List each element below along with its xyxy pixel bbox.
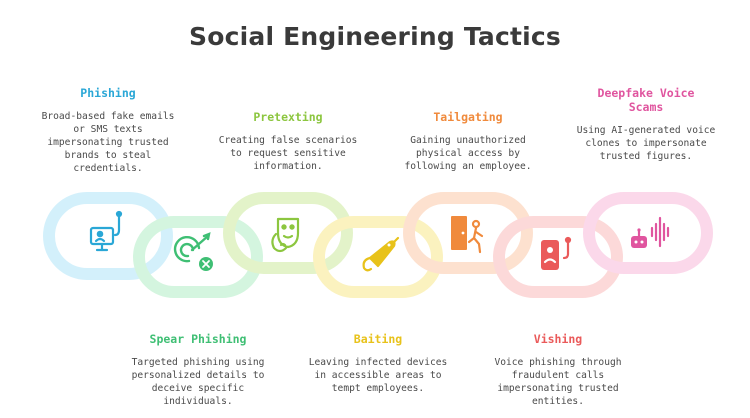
page-title: Social Engineering Tactics [189, 22, 561, 51]
computer-phishing-icon [89, 210, 123, 252]
target-miss-icon [173, 232, 213, 271]
chain-link-spear-phishing [133, 216, 263, 298]
fishing-lure-icon [362, 236, 400, 272]
tactic-vishing-block: Vishing Voice phishing through fraudulen… [488, 332, 628, 408]
tactic-deepfake-block: Deepfake Voice Scams Using AI-generated … [576, 86, 716, 163]
chain-link-pretexting [223, 192, 353, 274]
chain-link-baiting [313, 216, 443, 298]
chain-link-deepfake [583, 192, 713, 274]
tactic-baiting-block: Baiting Leaving infected devices in acce… [308, 332, 448, 395]
tactic-phishing-heading: Phishing [80, 86, 136, 100]
tactic-pretexting-description: Creating false scenarios to request sens… [218, 135, 358, 172]
chain-link-vishing [493, 216, 623, 298]
tactic-spear-phishing-heading: Spear Phishing [149, 332, 247, 346]
door-follow-icon [451, 216, 484, 254]
robot-voice-icon [631, 216, 670, 248]
tactic-vishing-description: Voice phishing through fraudulent calls … [494, 357, 622, 407]
theater-masks-icon [271, 217, 300, 253]
tactic-pretexting-block: Pretexting Creating false scenarios to r… [218, 110, 358, 173]
tactic-phishing-block: Phishing Broad-based fake emails or SMS … [38, 86, 178, 175]
tactic-tailgating-block: Tailgating Gaining unauthorized physical… [398, 110, 538, 173]
tactic-baiting-heading: Baiting [353, 332, 403, 346]
tactic-spear-phishing-block: Spear Phishing Targeted phishing using p… [128, 332, 268, 408]
chain-link-phishing [43, 192, 173, 280]
tactic-deepfake-description: Using AI-generated voice clones to imper… [576, 125, 716, 162]
chain-link-tailgating [403, 192, 533, 274]
tactic-deepfake-heading: Deepfake Voice Scams [597, 86, 695, 114]
tactic-baiting-description: Leaving infected devices in accessible a… [308, 357, 448, 394]
tactic-spear-phishing-description: Targeted phishing using personalized det… [131, 357, 265, 407]
tactic-phishing-description: Broad-based fake emails or SMS texts imp… [41, 111, 175, 174]
tactic-vishing-heading: Vishing [533, 332, 583, 346]
tactic-tailgating-heading: Tailgating [433, 110, 503, 124]
tactic-pretexting-heading: Pretexting [253, 110, 323, 124]
tactic-tailgating-description: Gaining unauthorized physical access by … [404, 135, 532, 172]
phone-hook-icon [541, 236, 572, 270]
